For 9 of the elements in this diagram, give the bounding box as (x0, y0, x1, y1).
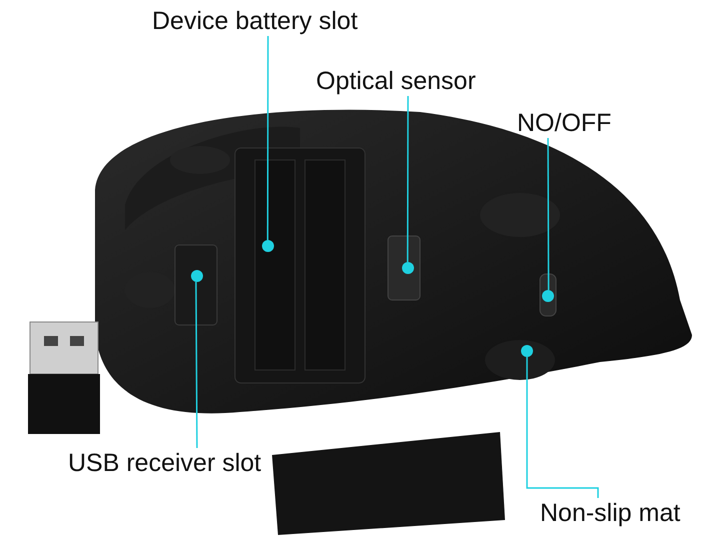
callout-label: USB receiver slot (68, 448, 262, 478)
callout-label: Non-slip mat (540, 498, 680, 528)
callout-label: Optical sensor (316, 66, 476, 96)
leader-line (406, 96, 409, 262)
leader-line (266, 36, 269, 240)
callout-label: Device battery slot (152, 6, 358, 36)
callout-label: NO/OFF (517, 108, 612, 138)
leader-line (526, 357, 599, 498)
leader-line (195, 282, 198, 448)
